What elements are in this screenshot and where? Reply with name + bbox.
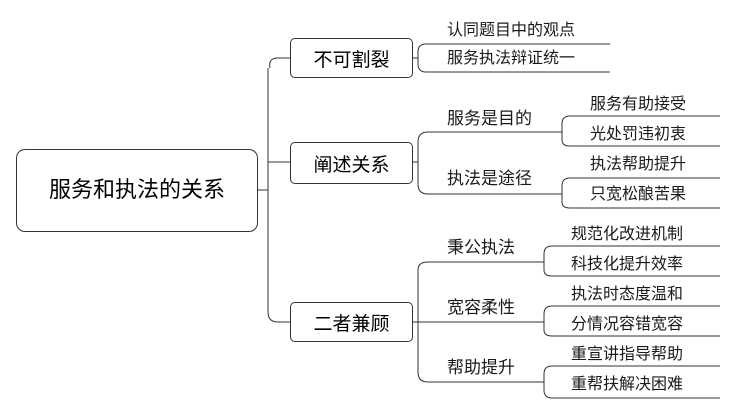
subtopic-node[interactable]: 帮助提升	[447, 358, 515, 378]
root-node[interactable]: 服务和执法的关系	[16, 149, 258, 232]
connector-b2s2-bracket	[558, 177, 720, 209]
branch-label: 二者兼顾	[313, 312, 390, 335]
leaf-node[interactable]: 只宽松酿苦果	[590, 184, 687, 203]
subtopic-node[interactable]: 执法是途径	[447, 169, 532, 189]
leaf-node[interactable]: 规范化改进机制	[571, 224, 684, 243]
leaf-node[interactable]: 科技化提升效率	[571, 254, 684, 273]
connector-b3-bracket	[413, 261, 540, 383]
root-label: 服务和执法的关系	[48, 178, 225, 203]
leaf-node[interactable]: 执法时态度温和	[571, 284, 684, 303]
branch-node-2[interactable]: 阐述关系	[290, 142, 413, 184]
subtopic-node[interactable]: 宽容柔性	[447, 298, 515, 318]
leaf-node[interactable]: 重帮扶解决困难	[571, 374, 684, 393]
connector-b2-bracket	[413, 131, 558, 195]
branch-node-1[interactable]: 不可割裂	[290, 38, 413, 78]
leaf-node[interactable]: 分情况容错宽容	[571, 314, 684, 333]
connector-b3s2-bracket	[540, 305, 720, 337]
leaf-node[interactable]: 服务有助接受	[590, 94, 687, 113]
branch-label: 不可割裂	[313, 48, 390, 71]
branch-label: 阐述关系	[313, 153, 390, 176]
leaf-node[interactable]: 执法帮助提升	[590, 154, 687, 173]
subtopic-node[interactable]: 秉公执法	[447, 238, 515, 258]
connector-b3s3-bracket	[540, 365, 720, 399]
leaf-node[interactable]: 认同题目中的观点	[447, 20, 576, 39]
connector-b3s1-bracket	[540, 245, 720, 277]
connector-b2s1-bracket	[558, 115, 720, 147]
connector-root-vertical	[267, 57, 279, 323]
leaf-node[interactable]: 重宣讲指导帮助	[571, 344, 684, 363]
leaf-node[interactable]: 服务执法辩证统一	[447, 48, 576, 67]
branch-node-3[interactable]: 二者兼顾	[290, 302, 413, 342]
subtopic-node[interactable]: 服务是目的	[447, 109, 532, 129]
leaf-node[interactable]: 光处罚违初衷	[590, 124, 687, 143]
connector-b1-bracket	[413, 43, 610, 73]
